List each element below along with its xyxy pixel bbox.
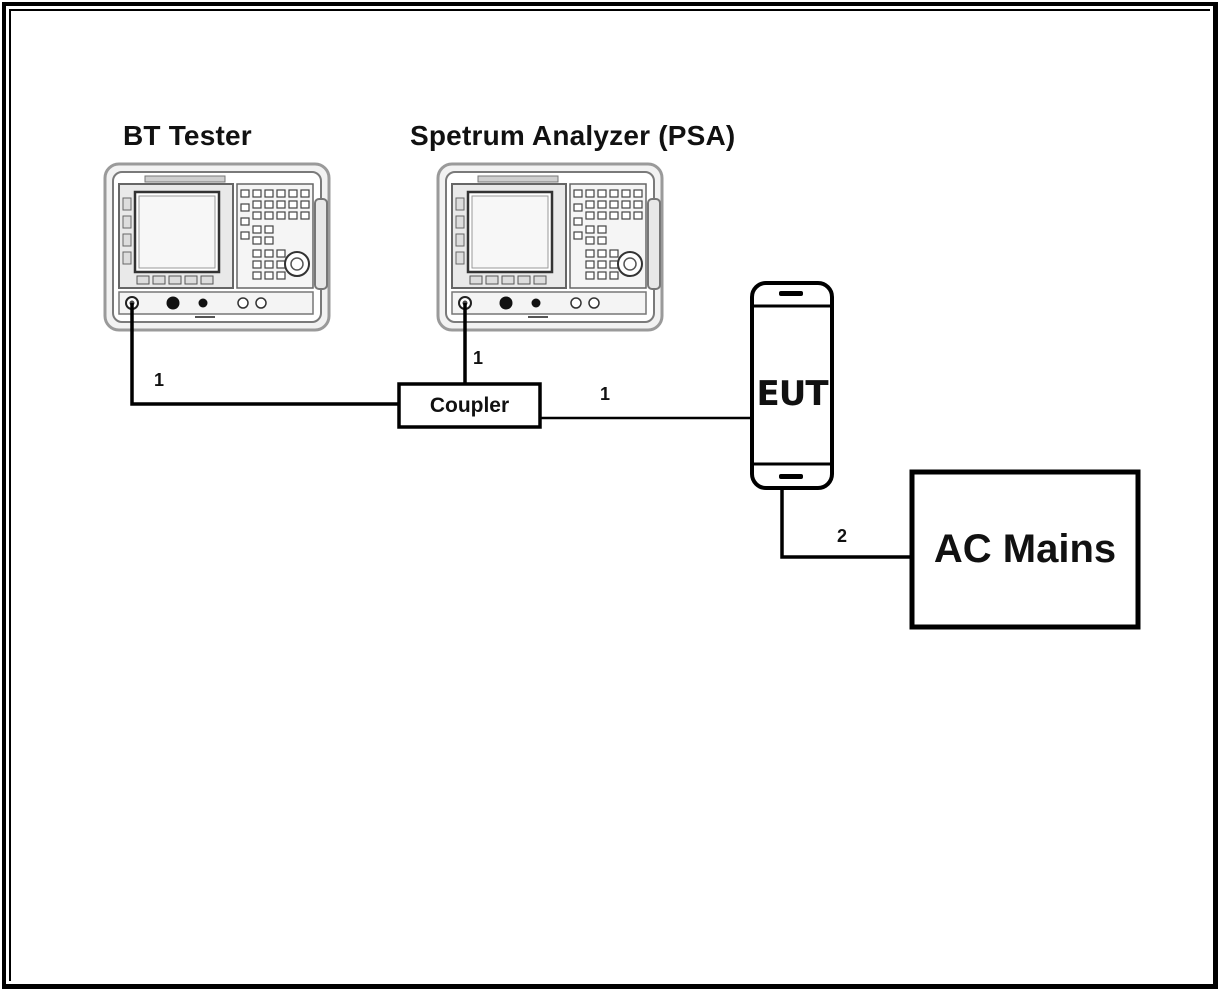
eut-device — [750, 281, 834, 490]
cable-eut-to-mains — [780, 488, 912, 559]
bt-tester-instrument — [103, 162, 331, 332]
coupler-label: Coupler — [429, 394, 510, 417]
cable-label-eut-to-mains: 2 — [837, 526, 848, 546]
spectrum-analyzer-label: Spetrum Analyzer (PSA) — [410, 120, 736, 151]
spectrum-analyzer-instrument — [436, 162, 664, 332]
eut-label: EUT — [756, 374, 828, 414]
ac-mains-box — [909, 469, 1141, 630]
bt-tester-label: BT Tester — [123, 120, 252, 151]
ac-mains-label: AC Mains — [933, 527, 1117, 571]
cable-label-coupler-to-eut: 1 — [600, 384, 611, 404]
cable-label-tester-to-coupler: 1 — [154, 370, 165, 390]
cable-label-analyzer-to-coupler: 1 — [473, 348, 484, 368]
diagram-inner-frame — [9, 9, 1210, 981]
coupler-box — [397, 382, 542, 429]
cable-tester-to-coupler — [130, 303, 399, 406]
